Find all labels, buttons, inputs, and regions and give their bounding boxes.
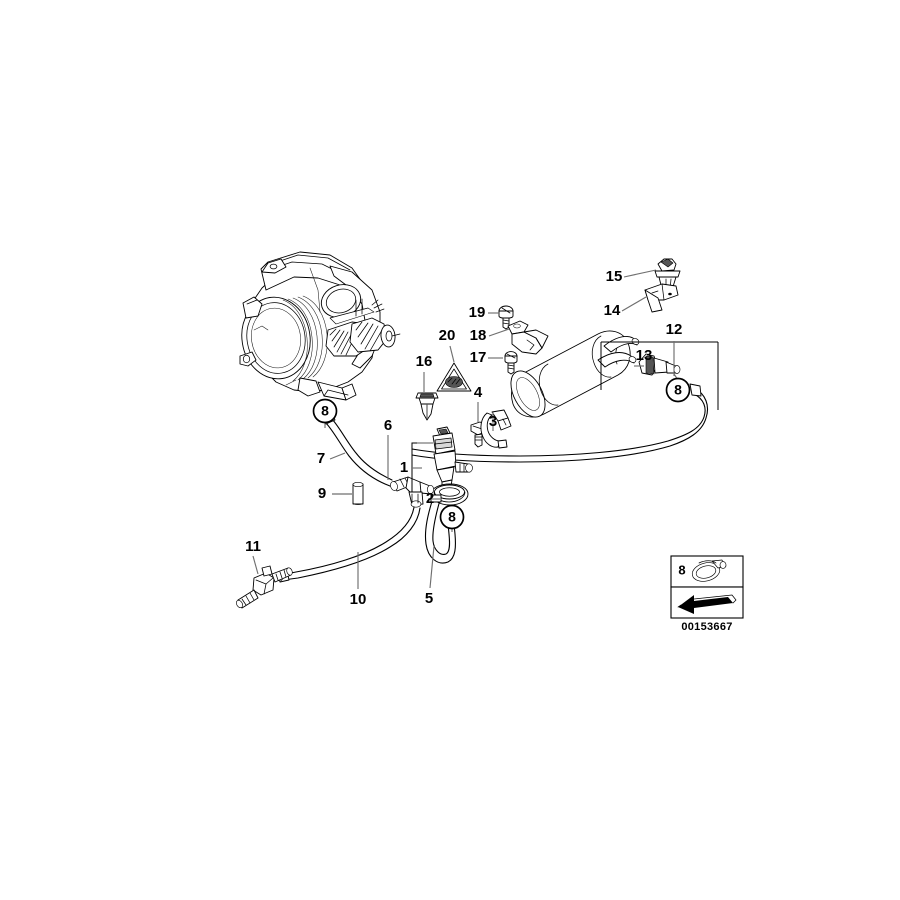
callout-15: 15 [606, 268, 623, 285]
vacuum-hose-long-10 [276, 506, 421, 583]
charcoal-canister [510, 330, 640, 418]
callout-1: 1 [400, 459, 408, 476]
holder-bracket-18 [507, 320, 549, 355]
fillister-head-screw-17 [504, 351, 518, 375]
callout-10: 10 [350, 591, 367, 608]
clamp-marker-label: 8 [448, 509, 456, 525]
legend-panel: 8 00153667 [670, 555, 744, 633]
legend-clamp-number: 8 [678, 562, 685, 577]
clamp-marker-3: 8 [665, 377, 691, 403]
vacuum-hose-throttle-7 [322, 413, 393, 487]
callout-9: 9 [318, 485, 326, 502]
callout-3: 3 [489, 413, 497, 430]
rubber-mount-grommet-16 [415, 392, 439, 421]
callout-16: 16 [416, 353, 433, 370]
hose-sleeve-9 [352, 481, 364, 505]
callout-5: 5 [425, 590, 433, 607]
callout-6: 6 [384, 417, 392, 434]
mounting-bracket-14 [644, 283, 679, 313]
clamp-marker-2: 8 [439, 504, 465, 530]
clamp-marker-label: 8 [674, 382, 682, 398]
direction-arrow-icon [677, 594, 737, 614]
clamp-marker-1: 8 [312, 398, 338, 424]
callout-17: 17 [470, 349, 487, 366]
callout-2: 2 [426, 490, 434, 507]
clamp-marker-label: 8 [321, 403, 329, 419]
retaining-clip-3 [480, 409, 512, 449]
hose-clamp-icon [691, 559, 727, 582]
callout-4: 4 [474, 384, 483, 401]
callout-20: 20 [439, 327, 456, 344]
callout-12: 12 [666, 321, 683, 338]
callout-11: 11 [245, 538, 261, 555]
non-return-valve-11 [235, 565, 293, 609]
fuel-line-long-hose [411, 383, 709, 463]
diagram-id: 00153667 [681, 621, 732, 633]
throttle-body-assembly [239, 251, 401, 401]
callout-numbers: 1 2 3 4 5 6 7 9 10 11 12 13 14 15 16 17 … [245, 268, 682, 608]
callout-14: 14 [604, 302, 621, 319]
callout-19: 19 [469, 304, 486, 321]
callout-7: 7 [317, 450, 325, 467]
callout-13: 13 [636, 347, 653, 364]
hex-head-screw-19 [498, 305, 514, 330]
leader-lines [252, 269, 719, 589]
callout-18: 18 [470, 327, 487, 344]
warning-information-label-20 [436, 362, 472, 392]
